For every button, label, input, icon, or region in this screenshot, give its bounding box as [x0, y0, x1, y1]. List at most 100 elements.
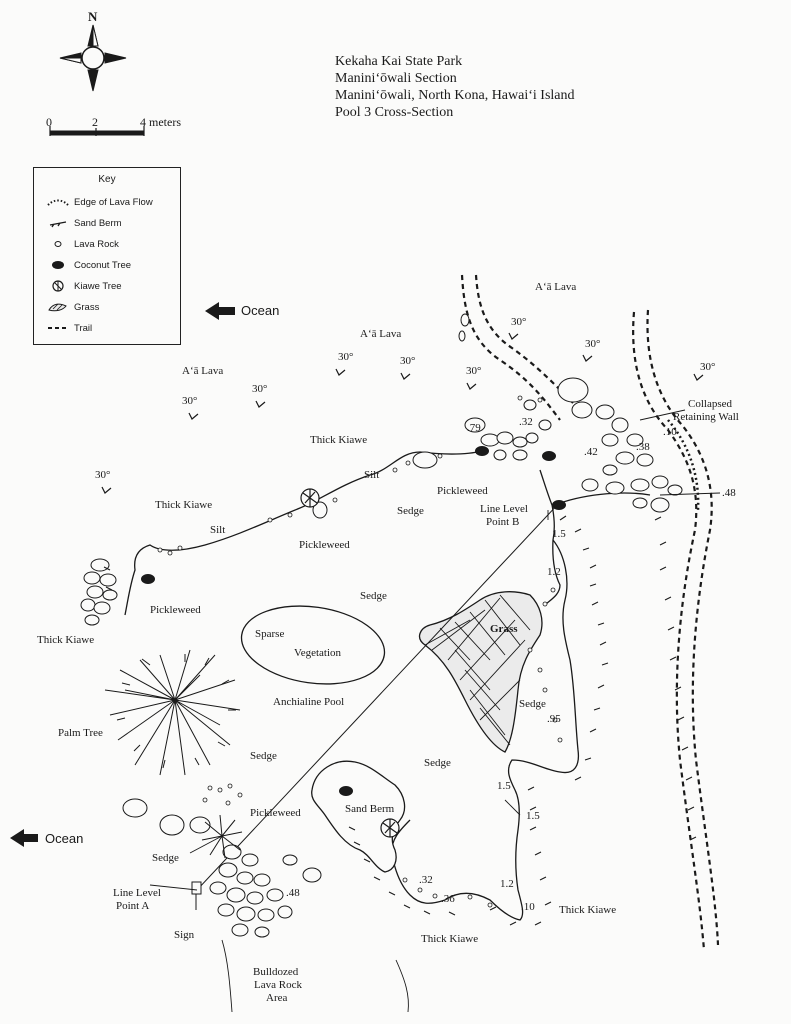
terrain-label: Sedge	[360, 590, 387, 602]
depth-label: 1.5	[552, 528, 566, 540]
grass-icon	[48, 303, 67, 312]
depth-label: .36	[441, 893, 455, 905]
terrain-label: Aʻā Lava	[360, 328, 402, 340]
legend-item: Lava Rock	[46, 238, 119, 250]
slope-marks	[101, 332, 704, 494]
legend-label: Kiawe Tree	[74, 280, 122, 292]
legend-item: Edge of Lava Flow	[46, 196, 153, 208]
slope-label: 30°	[182, 395, 198, 407]
terrain-label: Sedge	[152, 852, 179, 864]
ocean-arrow-top-icon	[205, 302, 235, 320]
legend-item: Grass	[46, 301, 99, 313]
map-legend: Key Edge of Lava Flow Sand Berm Lava Roc…	[33, 167, 181, 345]
terrain-label: Sign	[174, 929, 195, 941]
depth-label: 1.5	[497, 780, 511, 792]
title-line-1: Kekaha Kai State Park	[335, 54, 463, 69]
slope-label: 30°	[511, 316, 527, 328]
terrain-label: Aʻā Lava	[535, 281, 577, 293]
scale-tick-0: 0	[46, 115, 52, 129]
terrain-label: Thick Kiawe	[37, 634, 95, 646]
terrain-label: Retaining Wall	[673, 411, 739, 423]
slope-label: 30°	[700, 361, 716, 373]
terrain-label: Anchialine Pool	[273, 696, 345, 708]
grass-patch	[418, 591, 543, 753]
depth-label: 1.2	[500, 878, 514, 890]
palm-tree-icon	[104, 649, 241, 776]
bulldozed-track	[221, 939, 409, 1013]
ocean-arrow-left-icon	[10, 829, 38, 847]
kiawe-tree-icon	[52, 280, 64, 292]
terrain-label: Line Level	[480, 503, 528, 515]
slope-label: 30°	[585, 338, 601, 350]
depth-label: .42	[584, 446, 598, 458]
map-title-block: Kekaha Kai State Park Maniniʻōwali Secti…	[335, 53, 575, 121]
terrain-label: Point B	[486, 516, 520, 528]
slope-label: 30°	[466, 365, 482, 377]
legend-label: Lava Rock	[74, 238, 119, 250]
terrain-label: Pickleweed	[250, 807, 301, 819]
terrain-label: Area	[266, 992, 288, 1004]
terrain-label: Sand Berm	[345, 803, 395, 815]
depth-label: .48	[286, 887, 300, 899]
terrain-label: Line Level	[113, 887, 161, 899]
depth-label: .79	[467, 422, 481, 434]
coconut-tree-icon	[141, 446, 566, 796]
legend-label: Edge of Lava Flow	[74, 196, 153, 208]
trail-icon	[48, 327, 68, 329]
sign-icon	[191, 881, 202, 910]
pool-shoreline	[124, 449, 651, 921]
legend-item: Sand Berm	[46, 217, 122, 229]
terrain-label: Pickleweed	[437, 485, 488, 497]
legend-label: Trail	[74, 322, 93, 334]
terrain-label: Sedge	[250, 750, 277, 762]
terrain-label: Thick Kiawe	[310, 434, 368, 446]
depth-label: .10	[521, 901, 535, 913]
scale-tick-4: 4 meters	[140, 115, 181, 129]
slope-label: 30°	[400, 355, 416, 367]
compass-north-label: N	[88, 9, 98, 24]
slope-label: 30°	[338, 351, 354, 363]
terrain-label: Lava Rock	[254, 979, 302, 991]
title-line-3: Maniniʻōwali, North Kona, Hawaiʻi Island	[335, 88, 575, 103]
terrain-label: Silt	[210, 524, 226, 536]
terrain-label: Thick Kiawe	[155, 499, 213, 511]
terrain-label: Collapsed	[688, 398, 732, 410]
legend-label: Grass	[74, 301, 100, 313]
compass-rose-icon	[59, 24, 127, 92]
line-level-transect	[196, 501, 561, 891]
lava-rock-dots	[157, 395, 563, 908]
depth-label: .48	[722, 487, 736, 499]
terrain-label: Bulldozed	[253, 966, 299, 978]
small-palm-icon	[201, 814, 243, 859]
left-rock-wall	[80, 558, 118, 626]
depth-label: 1.5	[526, 810, 540, 822]
dotted-edge-icon	[47, 199, 69, 206]
depth-label: .32	[519, 416, 533, 428]
terrain-label: Sedge	[424, 757, 451, 769]
legend-label: Sand Berm	[74, 217, 122, 229]
terrain-label: Grass	[490, 623, 518, 635]
upper-rock-cluster	[312, 313, 683, 519]
terrain-label: Pickleweed	[299, 539, 350, 551]
depth-label: .10	[663, 426, 677, 438]
sand-berm-island	[311, 760, 406, 873]
slope-label: 30°	[95, 469, 111, 481]
legend-item: Trail	[46, 322, 92, 334]
depth-label: 1.2	[547, 566, 561, 578]
sand-berm-marks	[103, 515, 697, 926]
terrain-label: Pickleweed	[150, 604, 201, 616]
depth-label: .38	[636, 441, 650, 453]
legend-item: Coconut Tree	[46, 259, 131, 271]
terrain-label: Point A	[116, 900, 150, 912]
terrain-label: Vegetation	[294, 647, 342, 659]
sparse-vegetation-area	[240, 605, 386, 685]
sand-berm-icon	[49, 221, 67, 228]
scale-tick-2: 2	[92, 115, 98, 129]
legend-item: Kiawe Tree	[46, 280, 122, 292]
slope-label: 30°	[252, 383, 268, 395]
kiawe-tree-icon	[300, 488, 400, 838]
ocean-label-left: Ocean	[45, 831, 84, 846]
bulldozed-rock-pile	[122, 798, 322, 938]
ocean-label-top: Ocean	[241, 303, 280, 318]
